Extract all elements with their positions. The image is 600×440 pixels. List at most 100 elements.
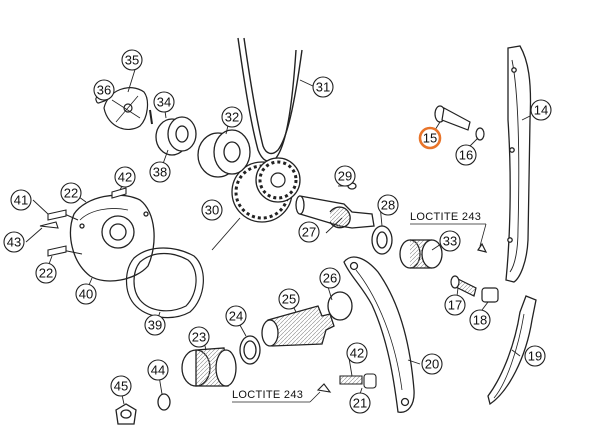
callout-number: 23 bbox=[192, 330, 206, 345]
callout-number: 20 bbox=[425, 357, 439, 372]
callout-number: 27 bbox=[302, 225, 316, 240]
gasket bbox=[125, 247, 204, 319]
callout-c26: 26 bbox=[319, 267, 341, 289]
callout-c22a: 22 bbox=[60, 182, 82, 204]
callout-number: 28 bbox=[381, 198, 395, 213]
callout-circle bbox=[524, 345, 546, 367]
tensioner-housing bbox=[181, 335, 261, 387]
callout-circle bbox=[75, 283, 97, 305]
chain-guide-rail bbox=[505, 45, 532, 283]
callout-number: 24 bbox=[229, 309, 243, 324]
callout-circle bbox=[153, 91, 175, 113]
callout-c17: 17 bbox=[444, 294, 466, 316]
callout-c22b: 22 bbox=[35, 262, 57, 284]
callout-circle bbox=[319, 267, 341, 289]
callout-c20: 20 bbox=[421, 353, 443, 375]
callout-c42b: 42 bbox=[346, 342, 368, 364]
callout-circle bbox=[147, 359, 169, 381]
callout-c36: 36 bbox=[93, 79, 115, 101]
loctite-note-bottom-text: LOCTITE 243 bbox=[232, 389, 303, 401]
callout-number: 15 bbox=[423, 131, 437, 146]
lower-guide-rail bbox=[487, 295, 537, 406]
water-pump-cover bbox=[59, 194, 155, 282]
callout-number: 18 bbox=[473, 313, 487, 328]
callout-c35: 35 bbox=[121, 49, 143, 71]
callout-circle bbox=[530, 99, 552, 121]
callout-number: 45 bbox=[114, 379, 128, 394]
tensioner-plunger bbox=[261, 291, 353, 347]
callout-number: 26 bbox=[323, 271, 337, 286]
loctite-note-top: LOCTITE 243 bbox=[410, 211, 487, 247]
callout-circle bbox=[35, 262, 57, 284]
callout-c33: 33 bbox=[439, 230, 461, 252]
callout-number: 40 bbox=[79, 287, 93, 302]
callout-circle bbox=[221, 106, 243, 128]
callout-circle bbox=[455, 144, 477, 166]
callout-number: 42 bbox=[118, 170, 132, 185]
callout-circle bbox=[188, 326, 210, 348]
callout-number: 19 bbox=[528, 349, 542, 364]
callout-circle bbox=[201, 199, 223, 221]
callout-number: 17 bbox=[448, 298, 462, 313]
callout-number: 42 bbox=[350, 346, 364, 361]
callout-number: 29 bbox=[338, 169, 352, 184]
callout-c19: 19 bbox=[524, 345, 546, 367]
callout-labels: 1415161718192021222223242526272829303132… bbox=[3, 49, 552, 414]
callout-c30: 30 bbox=[201, 199, 223, 221]
spacer-bushing bbox=[155, 116, 197, 156]
callout-c38: 38 bbox=[149, 161, 171, 183]
callout-circle bbox=[444, 294, 466, 316]
callout-c34: 34 bbox=[153, 91, 175, 113]
callout-circle bbox=[346, 342, 368, 364]
callout-number: 41 bbox=[14, 193, 28, 208]
callout-circle bbox=[114, 166, 136, 188]
callout-number: 21 bbox=[353, 396, 367, 411]
callout-number: 30 bbox=[205, 203, 219, 218]
callout-circle bbox=[312, 76, 334, 98]
callout-circle bbox=[225, 305, 247, 327]
callout-circle bbox=[10, 189, 32, 211]
bearing bbox=[197, 129, 251, 178]
washer bbox=[371, 225, 393, 255]
callout-c14: 14 bbox=[530, 99, 552, 121]
callout-circle bbox=[469, 309, 491, 331]
callout-c23: 23 bbox=[188, 326, 210, 348]
callout-circle bbox=[377, 194, 399, 216]
callout-number: 14 bbox=[534, 103, 548, 118]
callout-c41: 41 bbox=[10, 189, 32, 211]
callout-c15: 15 bbox=[418, 126, 442, 150]
o-ring bbox=[157, 393, 171, 411]
callout-number: 22 bbox=[64, 186, 78, 201]
callout-number: 44 bbox=[151, 363, 165, 378]
callout-number: 39 bbox=[148, 318, 162, 333]
callout-c43: 43 bbox=[3, 231, 25, 253]
screw-with-washer bbox=[434, 105, 485, 141]
sprocket-gear bbox=[231, 157, 301, 223]
callout-number: 35 bbox=[125, 53, 139, 68]
callout-circle bbox=[121, 49, 143, 71]
callout-number: 33 bbox=[443, 234, 457, 249]
callout-c25: 25 bbox=[278, 288, 300, 310]
callout-number: 38 bbox=[153, 165, 167, 180]
callout-c39: 39 bbox=[144, 314, 166, 336]
loctite-note-top-text: LOCTITE 243 bbox=[410, 211, 481, 223]
callout-c44: 44 bbox=[147, 359, 169, 381]
callout-c27: 27 bbox=[298, 221, 320, 243]
callout-number: 36 bbox=[97, 83, 111, 98]
callout-circle bbox=[149, 161, 171, 183]
callout-circle bbox=[418, 126, 442, 150]
callout-circle bbox=[439, 230, 461, 252]
timing-chain bbox=[237, 37, 303, 162]
callout-c42a: 42 bbox=[114, 166, 136, 188]
callout-circle bbox=[93, 79, 115, 101]
loctite-note-bottom: LOCTITE 243 bbox=[232, 389, 321, 403]
callout-circle bbox=[144, 314, 166, 336]
bolt-with-sleeve bbox=[450, 242, 499, 303]
callout-number: 34 bbox=[157, 95, 171, 110]
callout-c32: 32 bbox=[221, 106, 243, 128]
callout-number: 43 bbox=[7, 235, 21, 250]
callout-number: 32 bbox=[225, 110, 239, 125]
callout-circle bbox=[110, 375, 132, 397]
small-bolts bbox=[39, 187, 377, 393]
